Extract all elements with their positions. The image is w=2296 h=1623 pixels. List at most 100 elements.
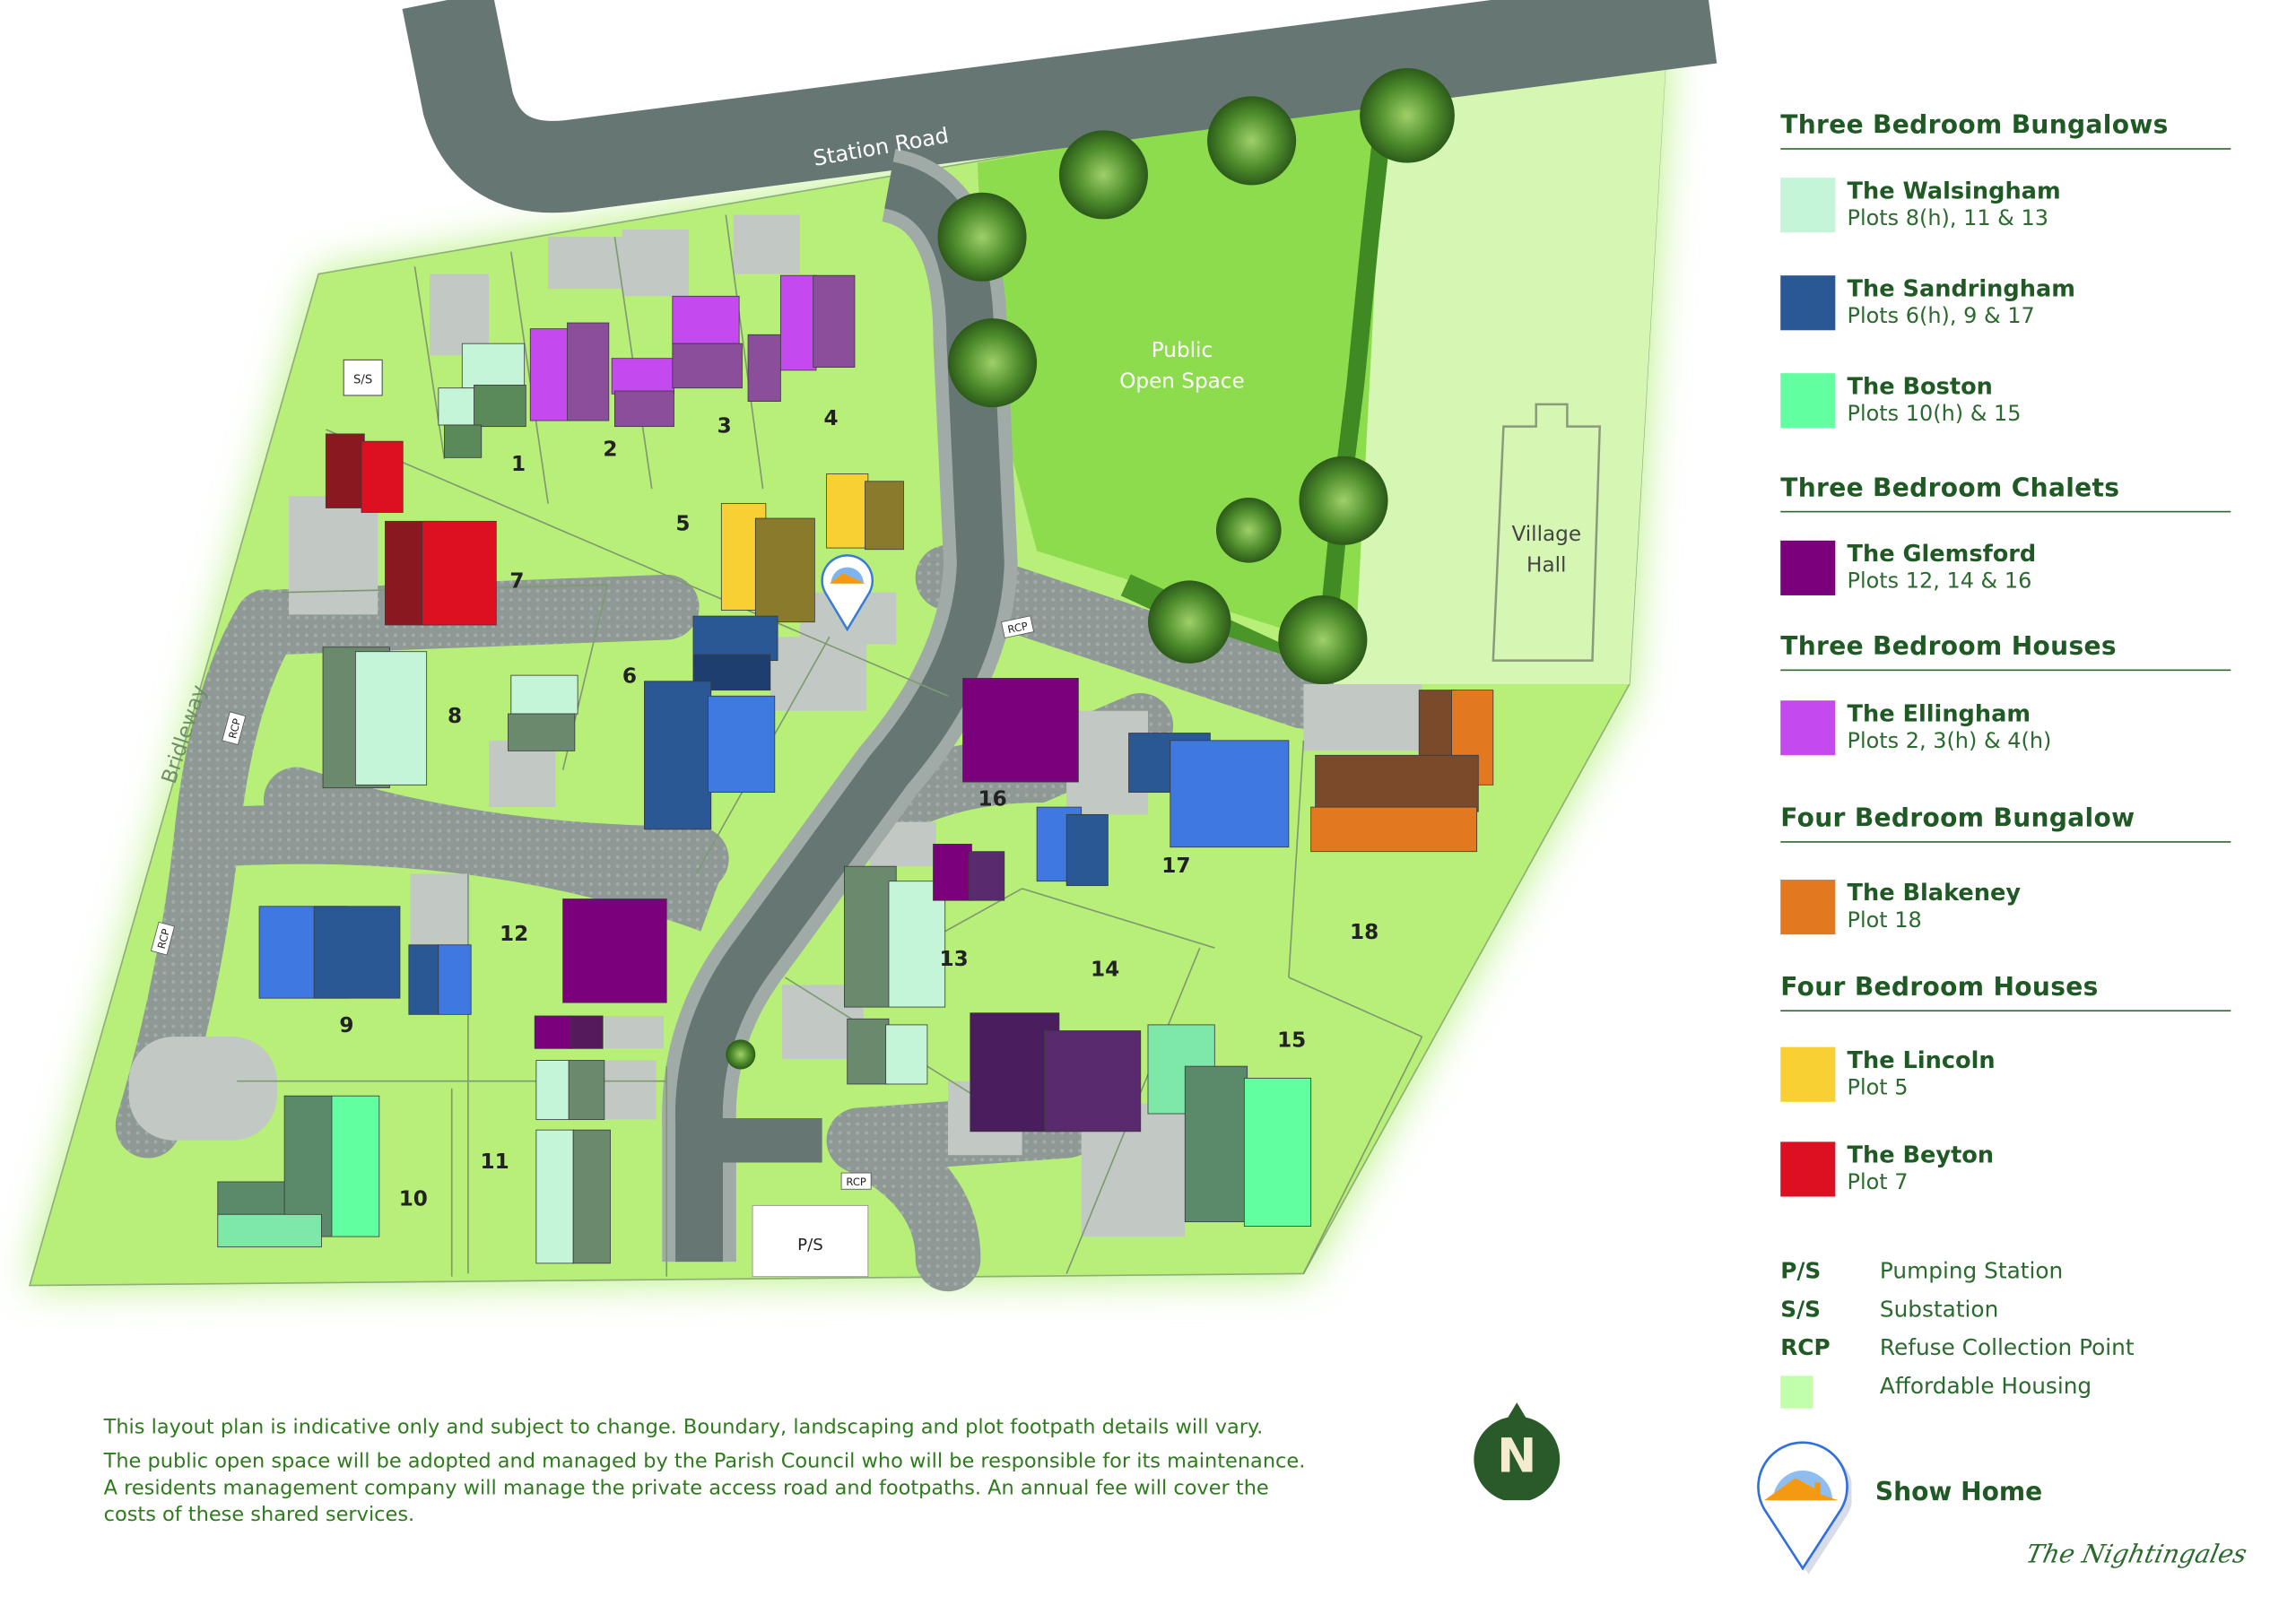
plot-number[interactable]: 8	[448, 705, 462, 728]
open-space-note: The public open space will be adopted an…	[103, 1449, 1306, 1474]
tree-icon	[726, 1039, 756, 1070]
house-sandringham[interactable]	[313, 906, 401, 999]
legend-swatch	[1780, 540, 1836, 595]
house-glemsford[interactable]	[962, 678, 1079, 783]
house-sandringham[interactable]	[438, 944, 472, 1015]
house-beyton[interactable]	[361, 440, 404, 513]
plot-number[interactable]: 5	[675, 512, 690, 535]
house-walsingham[interactable]	[535, 1060, 570, 1121]
house-ellingham[interactable]	[567, 322, 610, 421]
house-walsingham[interactable]	[568, 1060, 605, 1121]
plot-number[interactable]: 10	[399, 1187, 428, 1211]
house-walsingham[interactable]	[510, 674, 578, 715]
house-glemsford[interactable]	[968, 851, 1005, 901]
plot-number[interactable]: 15	[1277, 1029, 1306, 1053]
house-boston[interactable]	[217, 1213, 322, 1248]
north-arrow-icon: N	[1473, 1402, 1561, 1503]
legend-item-name: The Glemsford	[1847, 540, 2037, 568]
house-walsingham[interactable]	[885, 1024, 928, 1085]
plot-number[interactable]: 13	[940, 948, 969, 971]
public-open-space	[978, 91, 1386, 652]
house-ellingham[interactable]	[672, 343, 743, 389]
house-ellingham[interactable]	[813, 274, 856, 369]
house-lincoln[interactable]	[865, 481, 904, 551]
house-walsingham[interactable]	[461, 343, 526, 389]
house-glemsford[interactable]	[570, 1015, 604, 1049]
house-boston[interactable]	[283, 1095, 333, 1237]
house-ellingham[interactable]	[529, 328, 572, 421]
plot-number[interactable]: 14	[1091, 958, 1119, 981]
house-sandringham[interactable]	[708, 695, 776, 794]
house-glemsford[interactable]	[933, 843, 972, 901]
house-walsingham[interactable]	[438, 387, 476, 426]
house-ellingham[interactable]	[779, 274, 817, 371]
plot-number[interactable]: 9	[339, 1014, 353, 1037]
management-note-cont: costs of these shared services.	[103, 1503, 415, 1527]
house-walsingham[interactable]	[508, 713, 576, 751]
house-walsingham[interactable]	[535, 1129, 574, 1264]
legend-heading: Three Bedroom Chalets	[1780, 474, 2231, 513]
house-beyton[interactable]	[325, 433, 365, 508]
house-ellingham[interactable]	[614, 390, 674, 428]
house-lincoln[interactable]	[754, 517, 815, 623]
rcp-tags: RCP RCP RCP RCP	[150, 615, 1035, 1190]
house-glemsford[interactable]	[1043, 1030, 1142, 1133]
tree-icon	[1058, 130, 1148, 220]
show-home-pin-icon[interactable]	[821, 554, 874, 632]
plot-number[interactable]: 1	[511, 453, 526, 476]
pumping-station-tag: P/S	[797, 1236, 823, 1254]
rcp-tag: RCP	[155, 927, 172, 950]
legend-swatch	[1780, 373, 1836, 429]
house-walsingham[interactable]	[888, 881, 946, 1008]
legend-swatch	[1780, 178, 1836, 233]
house-ellingham[interactable]	[747, 334, 781, 402]
abbr-meaning: Affordable Housing	[1879, 1373, 2092, 1400]
abbr-meaning: Refuse Collection Point	[1879, 1334, 2135, 1361]
house-beyton[interactable]	[422, 520, 497, 626]
site-plan-map: S/S P/S RCP RCP RCP RCP Station Road Bri…	[28, 0, 1718, 1292]
brand-logo: The Nightingales	[2022, 1540, 2249, 1570]
plot-number[interactable]: 18	[1350, 921, 1378, 944]
house-sandringham[interactable]	[1170, 740, 1290, 848]
legend-item-plots: Plot 7	[1847, 1171, 1909, 1195]
house-boston[interactable]	[1243, 1077, 1312, 1227]
house-blakeney[interactable]	[1315, 754, 1479, 812]
plot-number[interactable]: 3	[718, 414, 732, 438]
house-glemsford[interactable]	[534, 1015, 572, 1049]
plot-number[interactable]: 2	[603, 438, 617, 462]
plot-number[interactable]: 4	[824, 407, 839, 430]
house-sandringham[interactable]	[644, 681, 712, 830]
tree-icon	[1299, 456, 1388, 545]
plot-number[interactable]: 12	[500, 923, 528, 946]
house-boston[interactable]	[1184, 1065, 1248, 1222]
plot-number[interactable]: 17	[1161, 855, 1190, 878]
house-boston[interactable]	[331, 1095, 380, 1237]
house-sandringham[interactable]	[692, 615, 778, 662]
abbr-code: S/S	[1780, 1296, 1821, 1323]
house-ellingham[interactable]	[672, 295, 740, 344]
village-hall-label: Village	[1511, 523, 1581, 546]
house-sandringham[interactable]	[1065, 813, 1109, 887]
station-road[interactable]	[402, 0, 1718, 213]
house-blakeney[interactable]	[1310, 806, 1478, 853]
legend-item-name: The Sandringham	[1847, 275, 2075, 302]
legend-item-name: The Blakeney	[1847, 880, 2022, 907]
house-glemsford[interactable]	[562, 898, 667, 1003]
house-walsingham[interactable]	[444, 424, 483, 458]
plot-number[interactable]: 16	[978, 787, 1006, 811]
house-lincoln[interactable]	[826, 473, 869, 549]
plot-number[interactable]: 11	[481, 1150, 509, 1174]
legend-swatch	[1780, 880, 1836, 935]
house-ellingham[interactable]	[611, 358, 674, 395]
house-walsingham[interactable]	[847, 1018, 890, 1085]
tree-icon	[1360, 67, 1455, 163]
house-sandringham[interactable]	[408, 944, 439, 1015]
plot-number[interactable]: 6	[622, 664, 637, 688]
plot-number[interactable]: 7	[509, 570, 524, 594]
house-walsingham[interactable]	[572, 1129, 611, 1264]
substation-box	[343, 359, 383, 396]
house-walsingham[interactable]	[354, 651, 428, 785]
legend-item-plots: Plot 18	[1847, 909, 1922, 933]
house-boston[interactable]	[217, 1181, 285, 1215]
house-walsingham[interactable]	[474, 385, 526, 428]
